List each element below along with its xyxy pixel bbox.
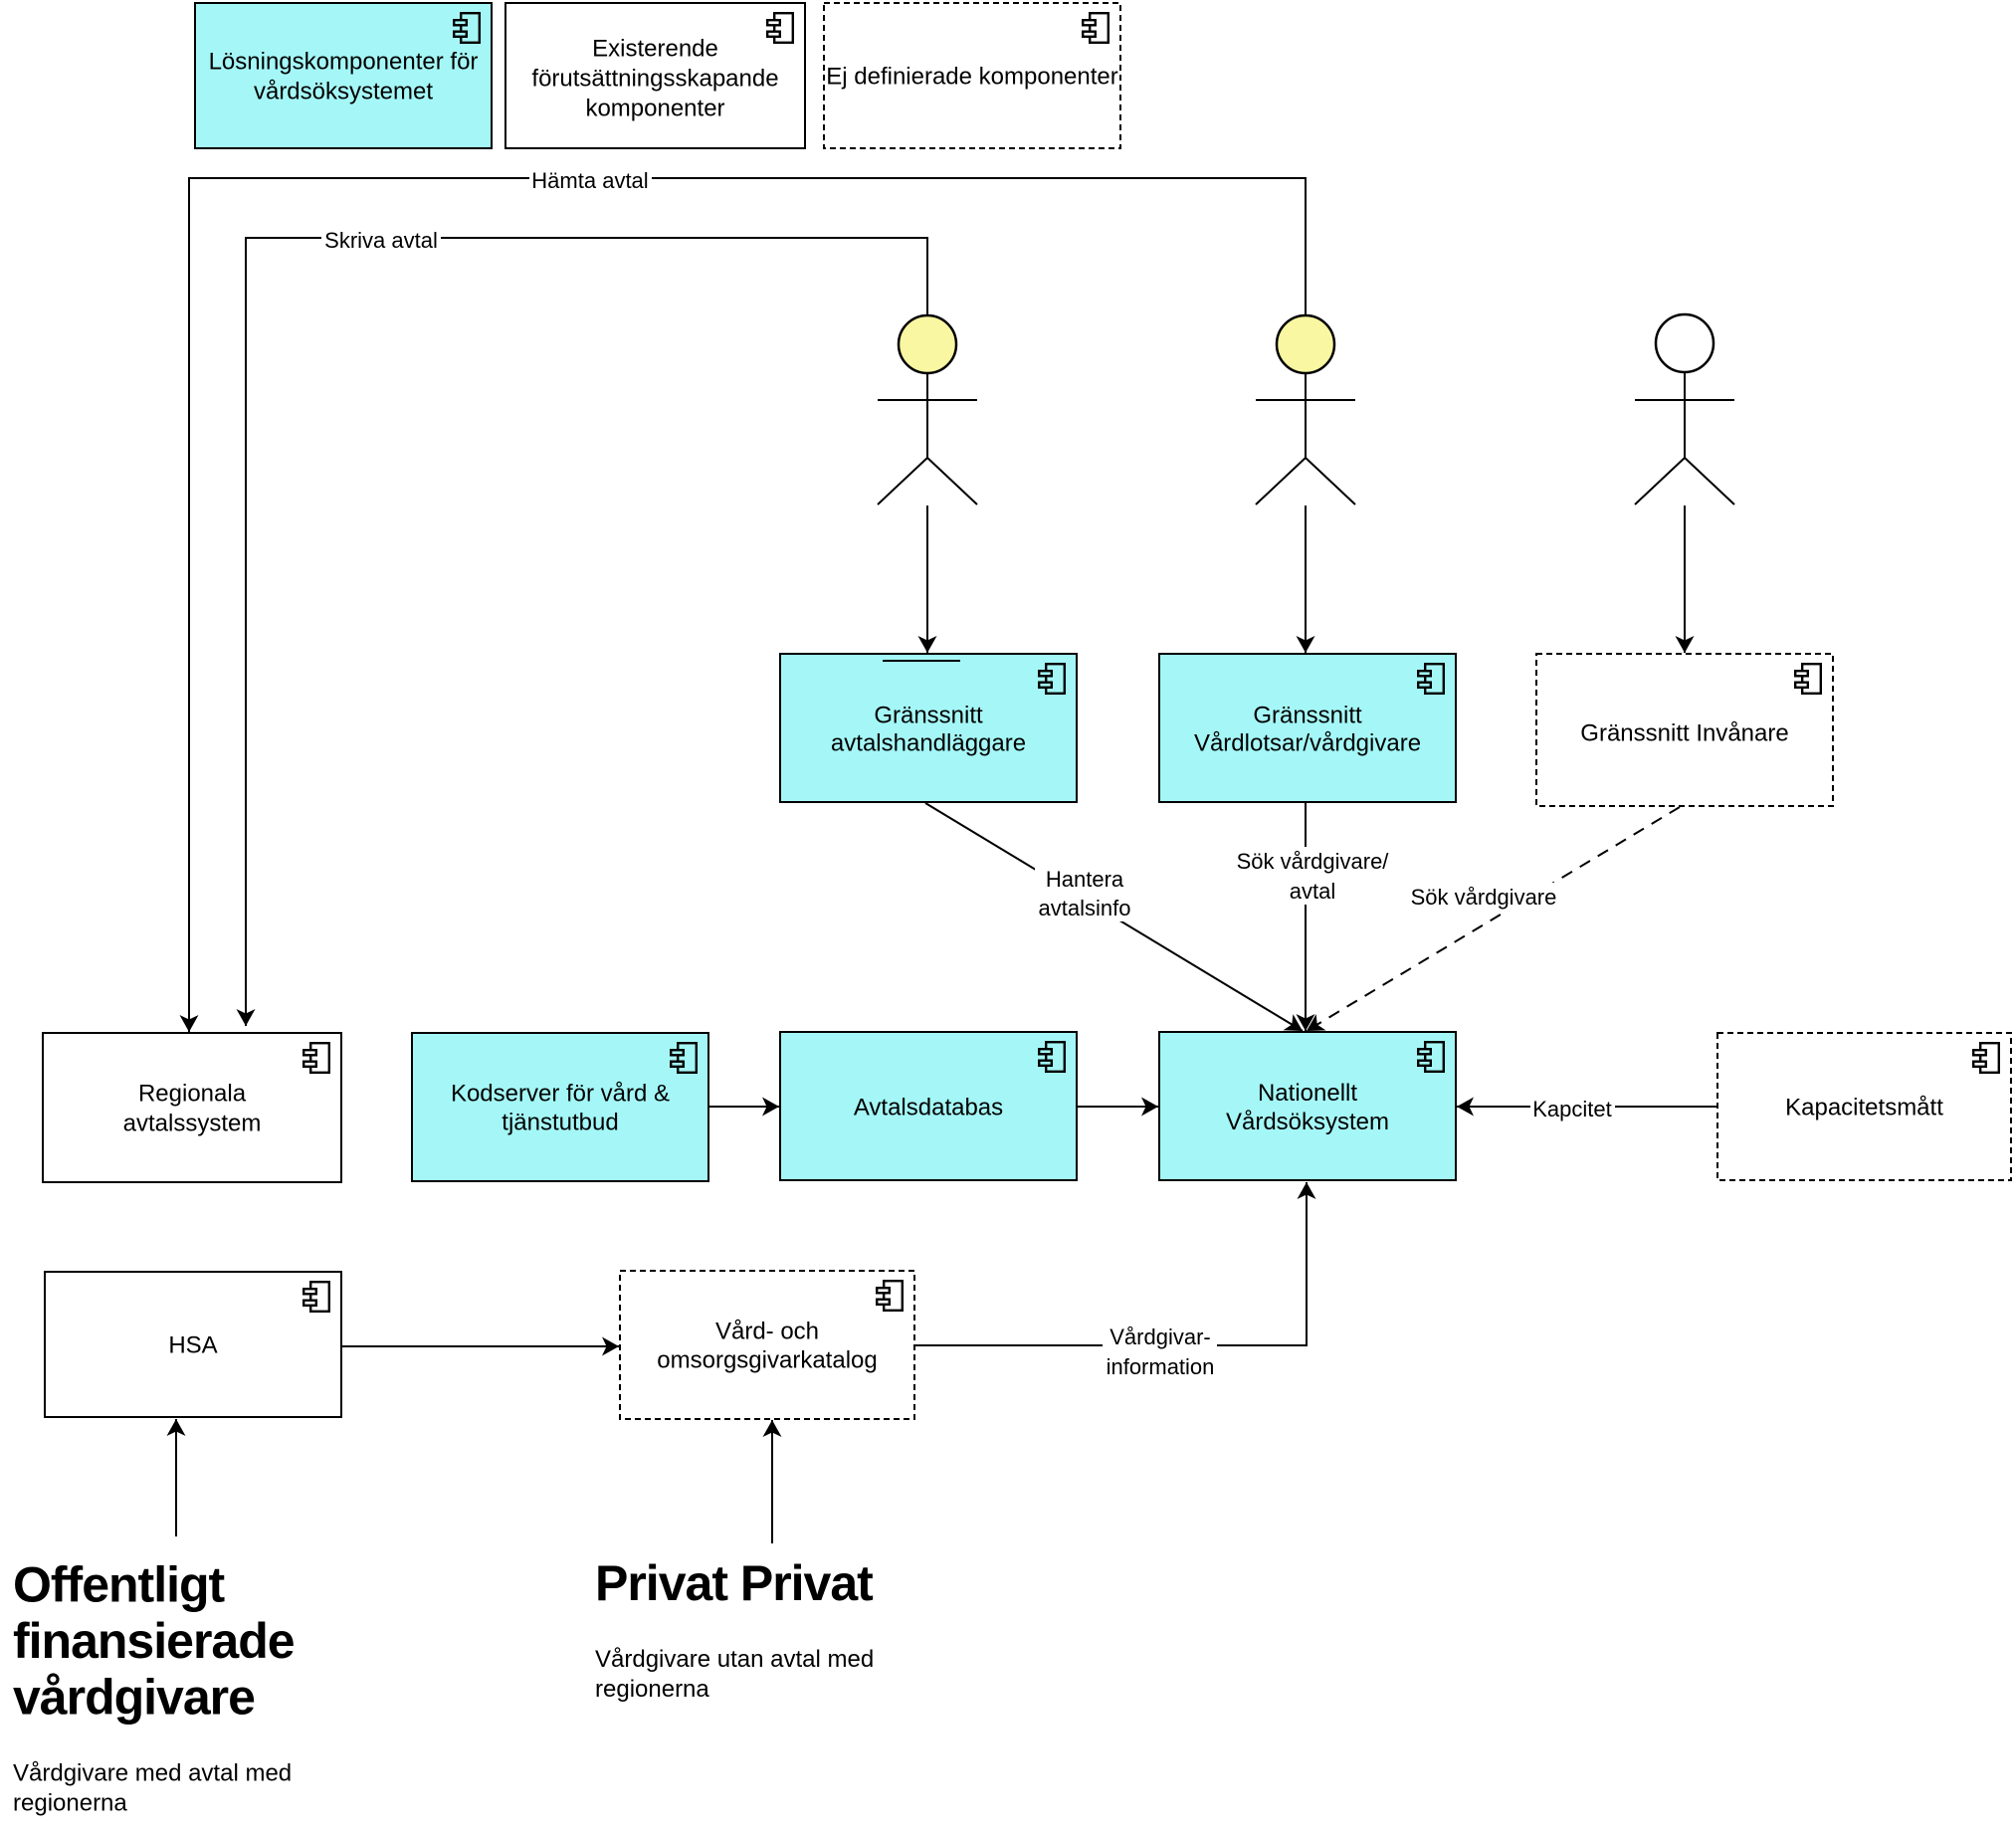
svg-text:Kapcitet: Kapcitet xyxy=(1532,1097,1612,1121)
svg-text:Skriva avtal: Skriva avtal xyxy=(324,228,438,253)
svg-text:avtal: avtal xyxy=(1290,879,1335,904)
svg-text:Regionala: Regionala xyxy=(138,1081,247,1108)
svg-text:Nationellt: Nationellt xyxy=(1258,1080,1357,1107)
svg-text:avtalsinfo: avtalsinfo xyxy=(1039,896,1131,920)
svg-text:omsorgsgivarkatalog: omsorgsgivarkatalog xyxy=(657,1347,877,1374)
svg-text:Hantera: Hantera xyxy=(1046,867,1124,892)
svg-text:Avtalsdatabas: Avtalsdatabas xyxy=(854,1095,1003,1121)
svg-text:Privat Privat: Privat Privat xyxy=(595,1555,874,1611)
svg-text:Offentligt: Offentligt xyxy=(13,1557,226,1613)
svg-text:information: information xyxy=(1107,1354,1215,1379)
svg-text:Lösningskomponenter för: Lösningskomponenter för xyxy=(209,49,479,76)
svg-text:avtalshandläggare: avtalshandläggare xyxy=(831,730,1026,757)
svg-text:vårdgivare: vårdgivare xyxy=(13,1670,255,1726)
svg-text:HSA: HSA xyxy=(168,1332,217,1359)
svg-text:Vårdgivare med avtal med: Vårdgivare med avtal med xyxy=(13,1760,292,1787)
svg-text:komponenter: komponenter xyxy=(585,96,724,122)
svg-text:avtalssystem: avtalssystem xyxy=(123,1111,262,1137)
svg-text:Sök vårdgivare/: Sök vårdgivare/ xyxy=(1237,849,1390,874)
svg-text:Ej definierade komponenter: Ej definierade komponenter xyxy=(826,64,1118,91)
svg-text:tjänstutbud: tjänstutbud xyxy=(502,1110,618,1136)
svg-text:Vård- och: Vård- och xyxy=(715,1319,819,1345)
svg-text:Vårdlotsar/vårdgivare: Vårdlotsar/vårdgivare xyxy=(1194,730,1421,757)
svg-text:förutsättningsskapande: förutsättningsskapande xyxy=(531,66,778,93)
svg-text:regionerna: regionerna xyxy=(595,1676,709,1703)
svg-text:Gränssnitt: Gränssnitt xyxy=(874,703,983,729)
svg-text:Vårdgivar-: Vårdgivar- xyxy=(1109,1325,1210,1349)
svg-text:Vårdgivare utan avtal med: Vårdgivare utan avtal med xyxy=(595,1646,874,1673)
svg-text:Gränssnitt: Gränssnitt xyxy=(1253,703,1362,729)
svg-text:Sök vårdgivare: Sök vårdgivare xyxy=(1411,885,1557,910)
svg-text:Hämta avtal: Hämta avtal xyxy=(531,168,648,193)
svg-text:Kodserver för vård &: Kodserver för vård & xyxy=(451,1081,670,1108)
svg-text:Vårdsöksystem: Vårdsöksystem xyxy=(1226,1109,1389,1135)
svg-text:finansierade: finansierade xyxy=(13,1613,295,1669)
svg-text:Gränssnitt Invånare: Gränssnitt Invånare xyxy=(1580,720,1788,747)
svg-text:Existerende: Existerende xyxy=(592,36,718,63)
svg-text:vårdsöksystemet: vårdsöksystemet xyxy=(254,79,433,105)
svg-text:Kapacitetsmått: Kapacitetsmått xyxy=(1785,1095,1943,1121)
svg-text:regionerna: regionerna xyxy=(13,1790,127,1817)
